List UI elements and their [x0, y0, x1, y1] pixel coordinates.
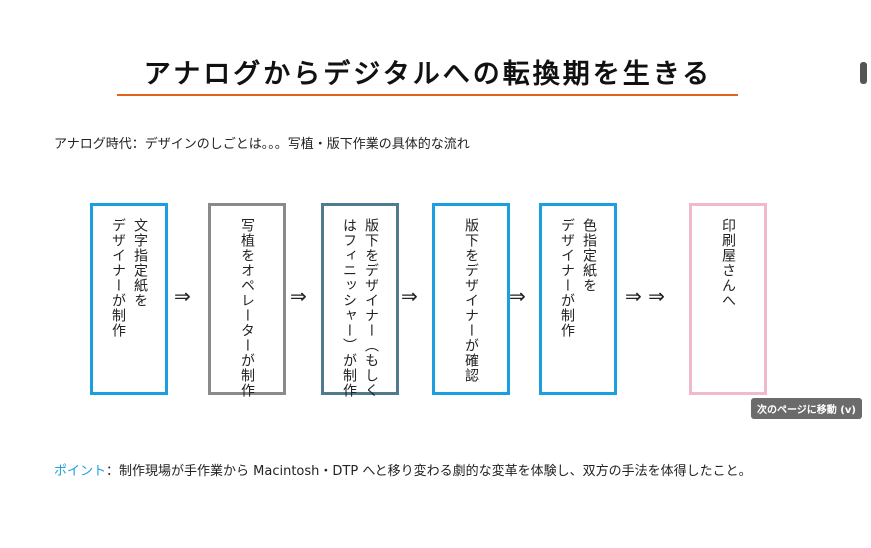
- flow-step-text: 文字指定紙を デザイナーが制作: [110, 218, 148, 338]
- next-page-tooltip[interactable]: 次のページに移動 (v): [751, 398, 862, 419]
- point-label: ポイント: [54, 464, 107, 479]
- flow-step-text: 印刷屋さんへ: [720, 218, 736, 308]
- flow-arrow: ⇒: [174, 284, 191, 308]
- title-underline: [117, 94, 738, 96]
- subtitle: アナログ時代：デザインのしごとは。。。写植・版下作業の具体的な流れ: [54, 137, 470, 152]
- flow-arrow-double: ⇒ ⇒: [625, 284, 665, 308]
- flow-step-3: 版下をデザイナー（もしく はフィニッシャー）が制作: [321, 203, 399, 398]
- flow-step-text: 版下をデザイナーが確認: [463, 218, 479, 383]
- flow-arrow: ⇒: [401, 284, 418, 308]
- page-title: アナログからデジタルへの転換期を生きる: [143, 59, 713, 90]
- flow-step-text: 色指定紙を デザイナーが制作: [559, 218, 597, 338]
- flow-arrow: ⇒: [290, 284, 307, 308]
- flow-step-4: 版下をデザイナーが確認: [432, 203, 510, 395]
- flow-step-6: 印刷屋さんへ: [689, 203, 767, 395]
- flow-step-text: 写植をオペレーターが制作: [239, 218, 255, 398]
- flow-step-2: 写植をオペレーターが制作: [208, 203, 286, 398]
- point-note: ポイント：制作現場が手作業から Macintosh・DTP へと移り変わる劇的な…: [54, 460, 752, 479]
- flow-arrow: ⇒: [509, 284, 526, 308]
- flow-step-1: 文字指定紙を デザイナーが制作: [90, 203, 168, 395]
- flow-step-5: 色指定紙を デザイナーが制作: [539, 203, 617, 395]
- point-text: ：制作現場が手作業から Macintosh・DTP へと移り変わる劇的な変革を体…: [106, 464, 752, 479]
- flow-step-text: 版下をデザイナー（もしく はフィニッシャー）が制作: [341, 218, 379, 398]
- scrollbar-thumb[interactable]: [860, 62, 867, 84]
